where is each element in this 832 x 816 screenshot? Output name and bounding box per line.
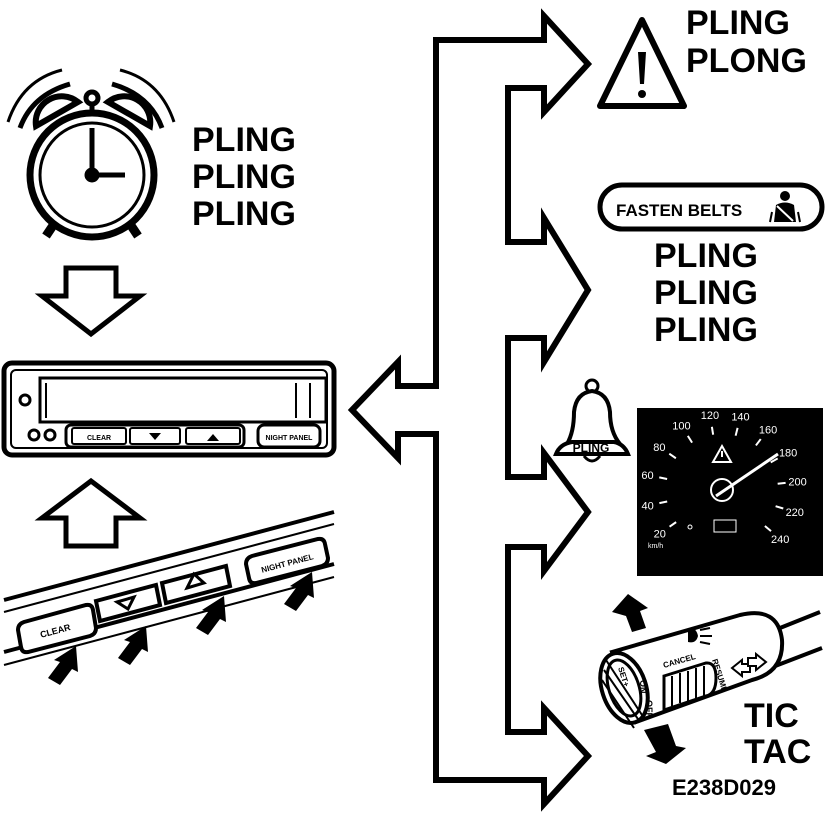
down-triangle-icon <box>113 594 137 612</box>
speedo-tick <box>770 457 779 464</box>
belts-sound-line-1: PLING <box>654 237 758 275</box>
speedo-tick-label: 240 <box>771 534 789 546</box>
sensor-icon <box>18 393 32 407</box>
speedo-tick <box>686 435 693 444</box>
speedo-tick <box>669 521 677 528</box>
fasten-belts-sign: FASTEN BELTS <box>597 182 825 232</box>
button-strip-perspective: CLEAR NIGHT PANEL <box>3 510 335 685</box>
panel-clear-button[interactable]: CLEAR <box>71 427 127 445</box>
speedo-tick <box>668 452 677 460</box>
belts-sound: PLING PLING PLING <box>654 237 758 349</box>
speedo-tick <box>710 426 715 435</box>
panel-night-panel-label: NIGHT PANEL <box>266 435 314 442</box>
speedo-tick-label: 220 <box>786 507 804 519</box>
speedo-tick <box>734 427 739 436</box>
speedo-tick-label: 40 <box>641 501 653 513</box>
seatbelt-icon <box>769 191 801 223</box>
speedo-tick-label: 160 <box>759 425 777 437</box>
bell-icon: PLING <box>553 378 631 463</box>
warning-sound: PLING PLONG <box>686 4 807 80</box>
speedo-unit: km/h <box>648 543 663 550</box>
speedo-tick-label: 80 <box>653 442 665 454</box>
led-icon <box>27 428 41 442</box>
panel-up-button[interactable] <box>185 427 241 445</box>
speedo-tick-label: 20 <box>654 529 666 541</box>
speedo-tick-label: 120 <box>701 410 719 422</box>
down-triangle-icon <box>149 433 161 440</box>
speedo-warning-icon <box>711 443 733 463</box>
alarm-clock-icon <box>6 68 176 241</box>
information-display-panel: CLEAR NIGHT PANEL <box>1 360 337 458</box>
warning-triangle-icon <box>597 17 687 109</box>
up-triangle-icon <box>184 571 207 591</box>
led-icon <box>43 428 57 442</box>
press-arrow-icon <box>284 572 314 611</box>
panel-night-panel-button[interactable]: NIGHT PANEL <box>256 423 322 449</box>
strip-night-panel-button[interactable]: NIGHT PANEL <box>243 536 331 586</box>
alarm-sound: PLING PLING PLING <box>192 121 296 233</box>
arrow-left-icon <box>730 657 751 679</box>
belts-sound-line-3: PLING <box>654 311 758 349</box>
speedo-tick <box>777 481 786 485</box>
speedo-tick-label: 100 <box>672 421 690 433</box>
panel-down-button[interactable] <box>129 427 181 445</box>
speedo-tick-label: 140 <box>731 411 749 423</box>
figure-code: E238D029 <box>672 775 776 800</box>
press-arrow-icon <box>118 626 148 665</box>
alarm-sound-line-1: PLING <box>192 121 296 159</box>
strip-down-button[interactable] <box>93 582 163 624</box>
fasten-belts-label: FASTEN BELTS <box>616 201 742 220</box>
alarm-sound-line-3: PLING <box>192 195 296 233</box>
indicator-sound-line-1: TIC <box>744 697 799 735</box>
speedo-tick <box>755 438 762 447</box>
speedo-needle <box>715 452 779 498</box>
press-arrow-icon <box>196 596 226 635</box>
alarm-sound-line-2: PLING <box>192 158 296 196</box>
speedo-tick <box>659 500 668 505</box>
down-arrow-icon <box>34 265 148 338</box>
warning-sound-line-2: PLONG <box>686 42 807 80</box>
press-arrow-icon <box>48 646 78 685</box>
stalk-off-label: OFF <box>644 700 654 718</box>
indicator-sound-line-2: TAC <box>744 733 811 771</box>
speedo-tick <box>764 525 772 532</box>
speedo-tick-label: 180 <box>779 448 797 460</box>
speedo-tick <box>659 476 668 480</box>
arrow-right-icon <box>747 651 768 673</box>
warning-sound-line-1: PLING <box>686 4 790 42</box>
strip-up-button[interactable] <box>159 563 233 606</box>
stalk-up-arrow-icon <box>612 594 648 632</box>
panel-clear-label: CLEAR <box>87 435 111 442</box>
bell-label: PLING <box>573 441 610 455</box>
stalk-down-arrow-icon <box>644 724 686 764</box>
cruise-control-stalk: SET+ ON OFF CANCEL RESUME <box>598 594 823 764</box>
strip-clear-button[interactable]: CLEAR <box>15 602 99 655</box>
speedo-tick <box>775 505 784 510</box>
up-arrow-icon <box>34 477 148 549</box>
belts-sound-line-2: PLING <box>654 274 758 312</box>
headlight-icon <box>688 627 712 645</box>
stalk-on-label: ON <box>638 680 648 694</box>
distribution-arrows <box>347 8 593 812</box>
speedo-tick-label: 200 <box>788 477 806 489</box>
speedo-tick-label: 60 <box>641 470 653 482</box>
speedo-hub <box>710 478 734 502</box>
up-triangle-icon <box>207 434 219 441</box>
indicator-sound: TIC TAC <box>744 697 811 771</box>
